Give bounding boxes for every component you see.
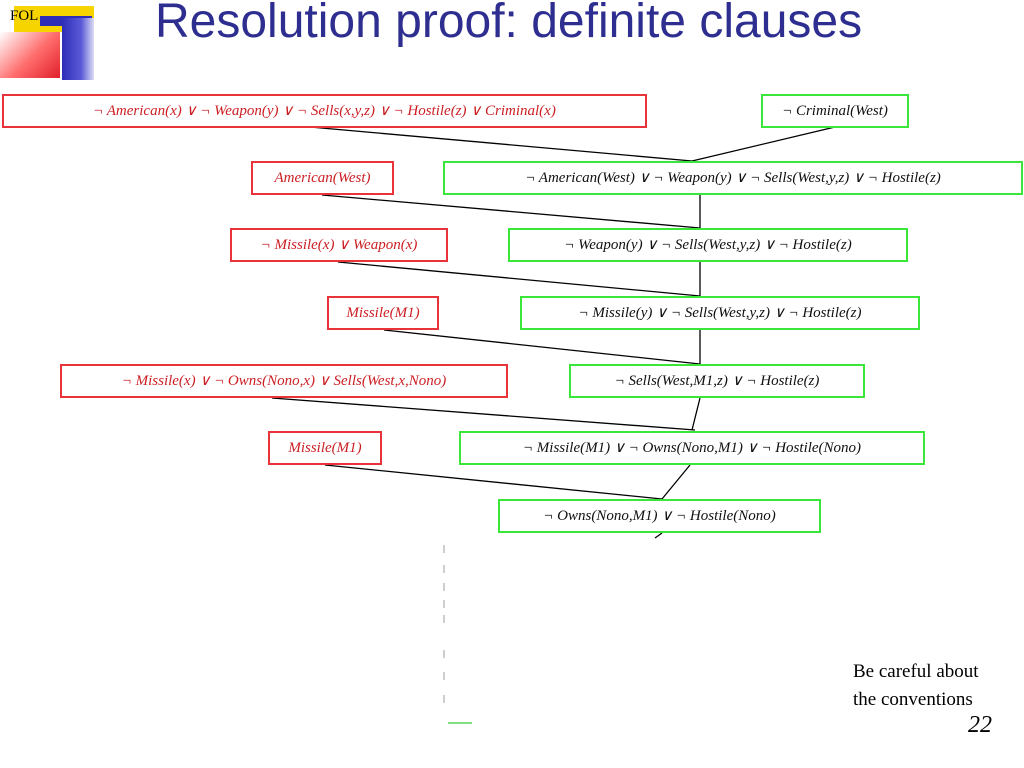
faint-mark <box>443 672 445 680</box>
kb-clause-american-west: American(West) <box>251 161 394 195</box>
edge-r7-stub <box>654 532 663 539</box>
faint-mark <box>443 650 445 658</box>
faint-green-mark <box>448 722 472 724</box>
kb-clause-missile-m1-b: Missile(M1) <box>268 431 382 465</box>
slide-title: Resolution proof: definite clauses <box>155 0 863 48</box>
resolvent-step-6: ¬ Owns(Nono,M1) ∨ ¬ Hostile(Nono) <box>498 499 821 533</box>
kb-clause-criminal-rule: ¬ American(x) ∨ ¬ Weapon(y) ∨ ¬ Sells(x,… <box>2 94 647 128</box>
faint-mark <box>443 615 445 623</box>
logo-text: FOL <box>10 8 39 24</box>
edge-kb2-to-r3 <box>321 194 701 229</box>
resolvent-step-4: ¬ Sells(West,M1,z) ∨ ¬ Hostile(z) <box>569 364 865 398</box>
resolvent-negated-goal: ¬ Criminal(West) <box>761 94 909 128</box>
edge-r6-to-r7 <box>661 464 691 500</box>
edge-r5-to-r6 <box>691 397 701 431</box>
resolvent-step-3: ¬ Missile(y) ∨ ¬ Sells(West,y,z) ∨ ¬ Hos… <box>520 296 920 330</box>
faint-mark <box>443 695 445 703</box>
logo-red-block <box>0 32 60 78</box>
side-note-line-2: the conventions <box>853 689 973 710</box>
resolvent-step-5: ¬ Missile(M1) ∨ ¬ Owns(Nono,M1) ∨ ¬ Host… <box>459 431 925 465</box>
edge-kb4-to-r5 <box>383 329 701 365</box>
kb-clause-sells-rule: ¬ Missile(x) ∨ ¬ Owns(Nono,x) ∨ Sells(We… <box>60 364 508 398</box>
page-number: 22 <box>968 712 992 738</box>
kb-clause-missile-weapon: ¬ Missile(x) ∨ Weapon(x) <box>230 228 448 262</box>
side-note: Be careful about the conventions <box>853 658 1018 714</box>
edge-r1-to-r2 <box>691 126 836 162</box>
kb-clause-missile-m1-a: Missile(M1) <box>327 296 439 330</box>
edge-kb1-to-r2 <box>309 126 693 162</box>
resolvent-step-1: ¬ American(West) ∨ ¬ Weapon(y) ∨ ¬ Sells… <box>443 161 1023 195</box>
side-note-line-1: Be careful about <box>853 661 979 682</box>
faint-mark <box>443 600 445 608</box>
faint-mark <box>443 565 445 573</box>
fol-logo: FOL <box>0 0 110 90</box>
faint-mark <box>443 583 445 591</box>
edge-kb3-to-r4 <box>337 261 701 297</box>
edge-kb6-to-r7 <box>324 464 663 500</box>
edge-kb5-to-r6 <box>271 397 696 431</box>
faint-mark <box>443 545 445 553</box>
resolvent-step-2: ¬ Weapon(y) ∨ ¬ Sells(West,y,z) ∨ ¬ Host… <box>508 228 908 262</box>
logo-blue-block <box>62 18 94 80</box>
